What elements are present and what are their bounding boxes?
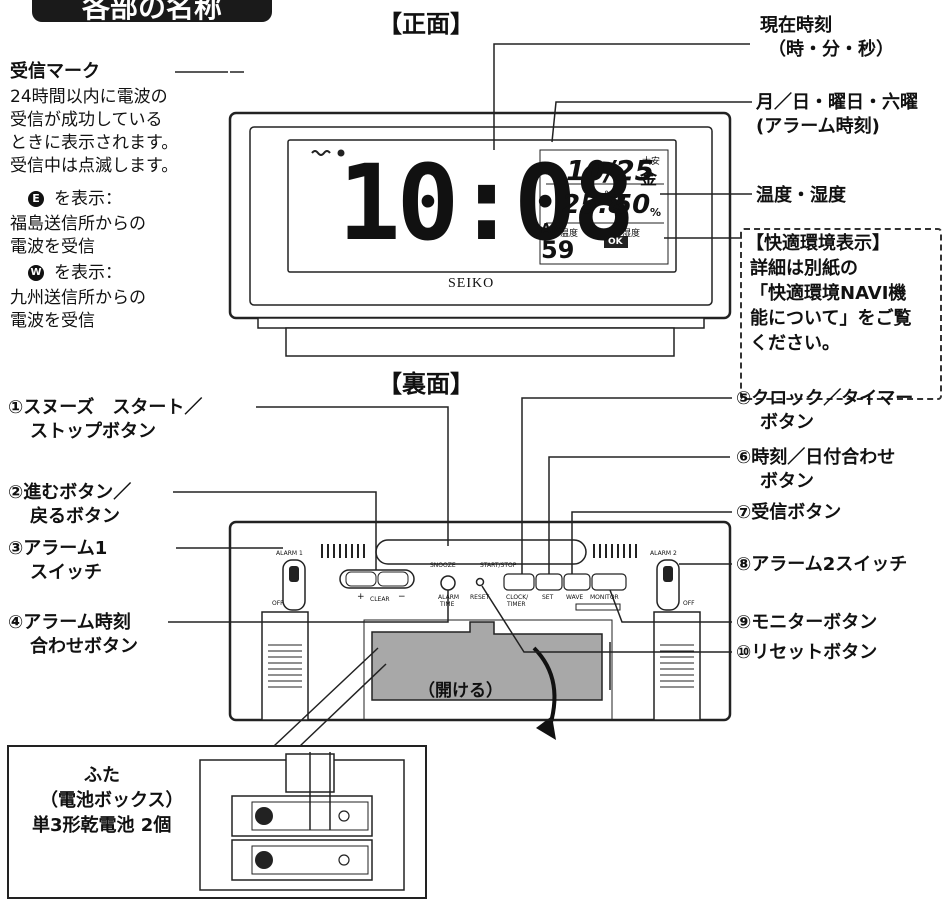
callout-1-line-1: ①スヌーズ スタート／: [8, 397, 203, 418]
reception-title: 受信マーク: [10, 61, 100, 82]
e-line-3: 電波を受信: [10, 237, 95, 257]
panel-snooze: SNOOZE: [430, 562, 456, 569]
lcd-ampm: AM: [541, 222, 564, 237]
panel-clock-timer-2: TIMER: [507, 601, 526, 608]
callout-2-line-2: 戻るボタン: [30, 506, 120, 527]
panel-reset: RESET: [470, 594, 490, 601]
reception-line-4: 受信中は点滅します。: [10, 156, 179, 176]
callout-9: ⑨モニターボタン: [736, 612, 878, 633]
lcd-temp-unit: ℃: [604, 190, 616, 201]
panel-clock-timer-1: CLOCK/: [506, 594, 529, 601]
callout-current-time-1: 現在時刻: [760, 15, 832, 36]
comfort-line-4: 能について」をご覧: [750, 308, 912, 329]
panel-set: SET: [542, 594, 554, 601]
lcd-weekday: 金: [640, 169, 657, 189]
callout-date-2: (アラーム時刻): [756, 116, 880, 137]
panel-alarm1: ALARM 1: [276, 550, 303, 557]
callout-temp-hum: 温度・湿度: [756, 185, 846, 206]
lcd-humidity: 50: [614, 190, 651, 220]
e-mark-icon: E: [28, 191, 44, 207]
callout-5-line-1: ⑤クロック／タイマー: [736, 388, 914, 409]
lcd-ok: OK: [608, 237, 623, 247]
lcd-time: 10:08: [338, 142, 635, 264]
callout-2-line-1: ②進むボタン／: [8, 482, 132, 503]
callout-8: ⑧アラーム2スイッチ: [736, 554, 908, 575]
w-line-1: を表示：: [54, 263, 122, 283]
lcd-label-temp: 温度: [560, 229, 579, 239]
panel-wave: WAVE: [566, 594, 584, 601]
callout-6-line-2: ボタン: [760, 471, 814, 492]
reception-line-3: ときに表示されます。: [10, 133, 179, 153]
callout-current-time-2: （時・分・秒）: [768, 39, 894, 60]
comfort-note-box: [740, 228, 942, 400]
back-heading: 【裏面】: [378, 370, 474, 398]
reception-line-2: 受信が成功している: [10, 110, 163, 130]
w-line-3: 電波を受信: [10, 311, 95, 331]
comfort-line-5: ください。: [750, 333, 840, 354]
comfort-line-3: 「快適環境NAVI機: [750, 283, 907, 304]
e-line-1: を表示：: [54, 189, 122, 209]
front-clock: [228, 111, 732, 357]
w-line-2: 九州送信所からの: [10, 288, 146, 308]
panel-off-1: OFF: [272, 600, 284, 607]
battery-box: [7, 745, 427, 899]
e-line-2: 福島送信所からの: [10, 214, 146, 234]
panel-alarm-time-1: ALARM: [438, 594, 460, 601]
battery-line-2: （電池ボックス）: [40, 790, 184, 811]
panel-minus: −: [398, 592, 406, 602]
lid-open-label: （開ける）: [418, 681, 503, 701]
panel-startstop: START/STOP: [480, 562, 517, 569]
panel-plus: +: [357, 592, 365, 602]
brand-logo: SEIKO: [448, 276, 495, 291]
lcd-rokuyo: 大安: [642, 157, 661, 167]
reception-line-1: 24時間以内に電波の: [10, 87, 168, 107]
battery-line-1: ふた: [84, 765, 120, 786]
lcd-temp: 25.8: [562, 190, 627, 220]
callout-3-line-1: ③アラーム1: [8, 538, 108, 559]
lcd-hum-unit: %: [650, 206, 662, 219]
panel-alarm-time-2: TIME: [440, 601, 455, 608]
callout-6-line-1: ⑥時刻／日付合わせ: [736, 447, 896, 468]
battery-line-3: 単3形乾電池 2個: [32, 815, 172, 836]
callout-5-line-2: ボタン: [760, 412, 814, 433]
callout-4-line-1: ④アラーム時刻: [8, 612, 131, 633]
panel-monitor: MONITOR: [590, 594, 619, 601]
callout-3-line-2: スイッチ: [30, 562, 102, 583]
callout-1-line-2: ストップボタン: [30, 421, 156, 442]
lcd-date: 10/25: [566, 154, 655, 187]
callout-date-1: 月／日・曜日・六曜: [756, 92, 918, 113]
panel-clear: CLEAR: [370, 596, 390, 603]
callout-4-line-2: 合わせボタン: [30, 636, 138, 657]
w-mark-icon: W: [28, 265, 44, 281]
comfort-line-2: 詳細は別紙の: [750, 258, 858, 279]
lcd-seconds: 59: [541, 236, 575, 264]
lcd-label-hum: 湿度: [622, 229, 641, 239]
panel-off-2: OFF: [683, 600, 695, 607]
panel-alarm2: ALARM 2: [650, 550, 677, 557]
comfort-line-1: 【快適環境表示】: [746, 233, 890, 254]
callout-7: ⑦受信ボタン: [736, 502, 842, 523]
front-heading: 【正面】: [378, 10, 474, 38]
callout-10: ⑩リセットボタン: [736, 642, 878, 663]
page-title: 各部の名称: [32, 0, 272, 24]
